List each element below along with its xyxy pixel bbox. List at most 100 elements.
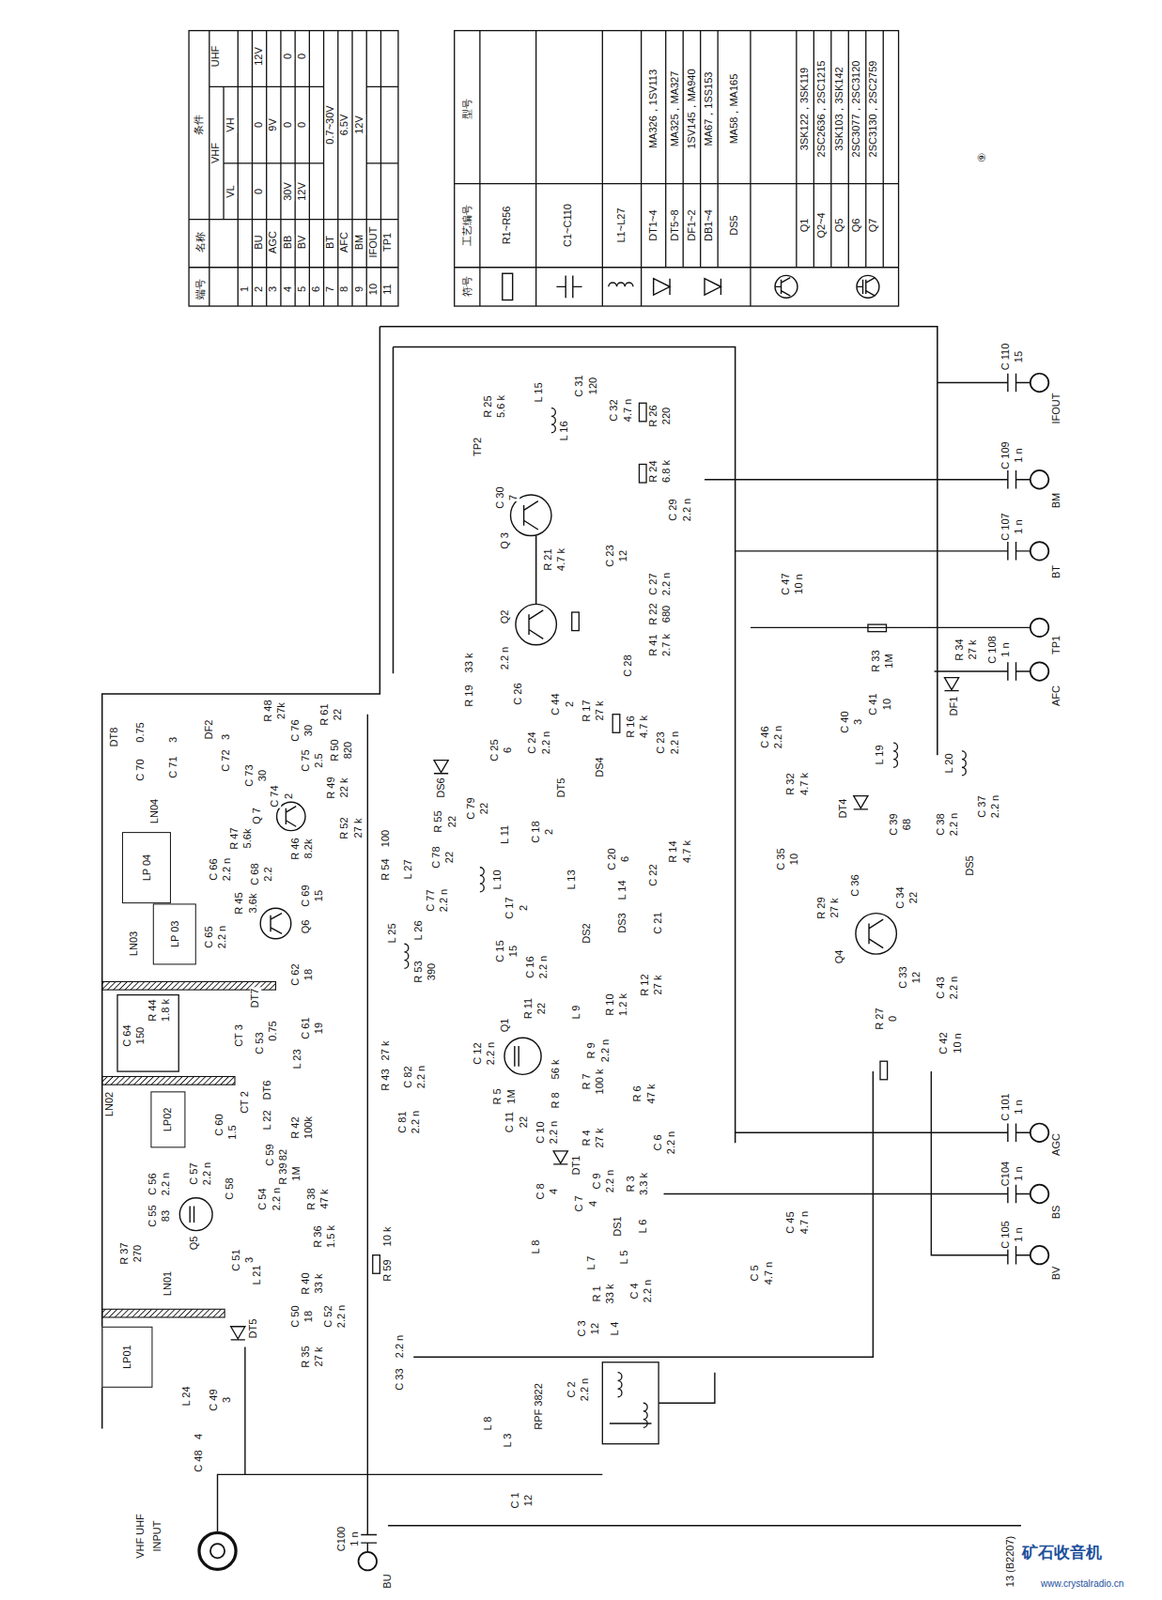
transistor-symbol (528, 610, 543, 639)
part-label: 2.2 n (336, 1304, 348, 1330)
component-symbol (853, 796, 868, 810)
legend-symbol (608, 282, 634, 287)
part-label: 2.2 n (216, 924, 229, 949)
part-label: DT7 (249, 987, 262, 1009)
table-cell: 10 (368, 281, 380, 295)
part-label: 22 (447, 815, 459, 829)
box-label: LP 04 (140, 853, 153, 882)
part-label: C 77 (425, 888, 437, 913)
part-label: C 73 (245, 763, 257, 788)
legend-symbol (502, 273, 513, 300)
part-label: C 82 (402, 1065, 415, 1089)
watermark: www.crystalradio.cn (1039, 1579, 1125, 1590)
part-label: DS4 (594, 757, 606, 779)
table-grid (454, 30, 899, 307)
part-label: DS6 (435, 776, 448, 799)
part-label: C 16 (525, 956, 537, 980)
transistor-symbol (855, 914, 897, 955)
table-cell: DS5 (728, 214, 741, 236)
part-label: 4.7 k (638, 714, 651, 740)
transistor-symbol (179, 495, 897, 1232)
part-label: C 39 (888, 812, 900, 837)
part-label: 2 (518, 904, 530, 913)
part-label: 2.2 n (548, 1120, 560, 1146)
box-label: LP02 (162, 1107, 174, 1132)
part-label: BS (1051, 1205, 1063, 1222)
part-label: C 21 (652, 912, 665, 936)
part-label: 10 n (952, 1032, 964, 1054)
component-symbol (117, 402, 966, 1444)
part-label: 100k (304, 1115, 316, 1141)
part-label: 83 (160, 1209, 172, 1224)
table-cell: MA58，MA165 (728, 73, 741, 146)
part-label: C 75 (300, 748, 312, 773)
part-label: R 50 (329, 738, 341, 762)
terminal-wire (735, 542, 1031, 561)
part-label: C 68 (249, 863, 262, 887)
part-label: C 40 (839, 711, 852, 735)
part-label: L 6 (637, 1219, 650, 1236)
part-label: Q 7 (251, 807, 264, 827)
part-label: C 29 (668, 498, 681, 523)
part-label: DT6 (262, 1079, 274, 1101)
part-label: 1M (883, 653, 896, 670)
part-label: 2.2 n (411, 1110, 423, 1135)
component-symbol (117, 995, 179, 1073)
table-cell: 0 (253, 121, 265, 129)
part-label: 1 n (1013, 1165, 1025, 1182)
part-label: 22 (445, 851, 457, 865)
part-label: C 101 (1000, 1092, 1012, 1122)
part-label: C 59 (264, 1144, 277, 1168)
part-label: 2.7 k (661, 633, 673, 658)
table-cell: Q5 (834, 217, 846, 234)
part-label: C 108 (987, 635, 999, 666)
part-label: C 62 (290, 962, 302, 987)
part-label: R 29 (816, 897, 828, 921)
part-label: 1 n (1013, 447, 1025, 464)
table-cell: 5 (296, 284, 309, 293)
transistor-symbol (524, 501, 539, 530)
part-label: 5.6k (242, 828, 254, 851)
table-cell: 工艺编号 (462, 203, 474, 248)
table-cell: 符号 (462, 275, 474, 298)
table-cell: DB1~4 (704, 208, 716, 243)
part-label: 1.5 (227, 1125, 239, 1142)
part-label: L 25 (387, 923, 400, 946)
part-label: 2.2 n (990, 793, 1002, 819)
table-cell: BV (296, 233, 309, 250)
part-label: C 20 (606, 847, 619, 871)
part-label: R 52 (340, 817, 352, 841)
part-label: C 52 (323, 1304, 335, 1329)
part-label: L 20 (944, 752, 956, 775)
part-label: R 33 (870, 650, 883, 674)
part-label: R 14 (668, 840, 681, 865)
part-label: R 47 (229, 827, 241, 852)
part-label: R 42 (290, 1115, 302, 1140)
part-label: R 6 (633, 1084, 645, 1103)
table-cell: VH (225, 116, 237, 133)
part-label: R 40 (300, 1271, 312, 1296)
part-label: 3 (168, 736, 180, 744)
part-label: L 9 (571, 1005, 583, 1022)
part-label: C 35 (775, 847, 788, 871)
part-label: 4 (193, 1433, 205, 1441)
part-label: C 50 (290, 1304, 302, 1329)
part-label: C 33 (898, 965, 910, 990)
part-label: 2.2 n (949, 812, 961, 837)
part-label: 2.2 n (579, 1378, 591, 1403)
transistor-symbol (189, 1207, 194, 1224)
legend-symbol (774, 278, 791, 297)
part-label: 2.2 n (669, 730, 682, 756)
part-label: DS3 (617, 913, 629, 935)
legend-symbol (774, 275, 798, 298)
part-label: R 8 (551, 1091, 563, 1110)
terminal-wire (217, 1347, 715, 1534)
part-label: 10 (789, 852, 801, 867)
part-label: C 6 (652, 1134, 665, 1153)
part-label: R 10 (604, 993, 617, 1018)
table-cell: 12V (253, 46, 265, 67)
part-label: TP1 (1051, 635, 1063, 656)
part-label: L 3 (503, 1433, 515, 1450)
part-label: L 10 (493, 868, 505, 891)
part-label: C 64 (122, 1023, 134, 1048)
